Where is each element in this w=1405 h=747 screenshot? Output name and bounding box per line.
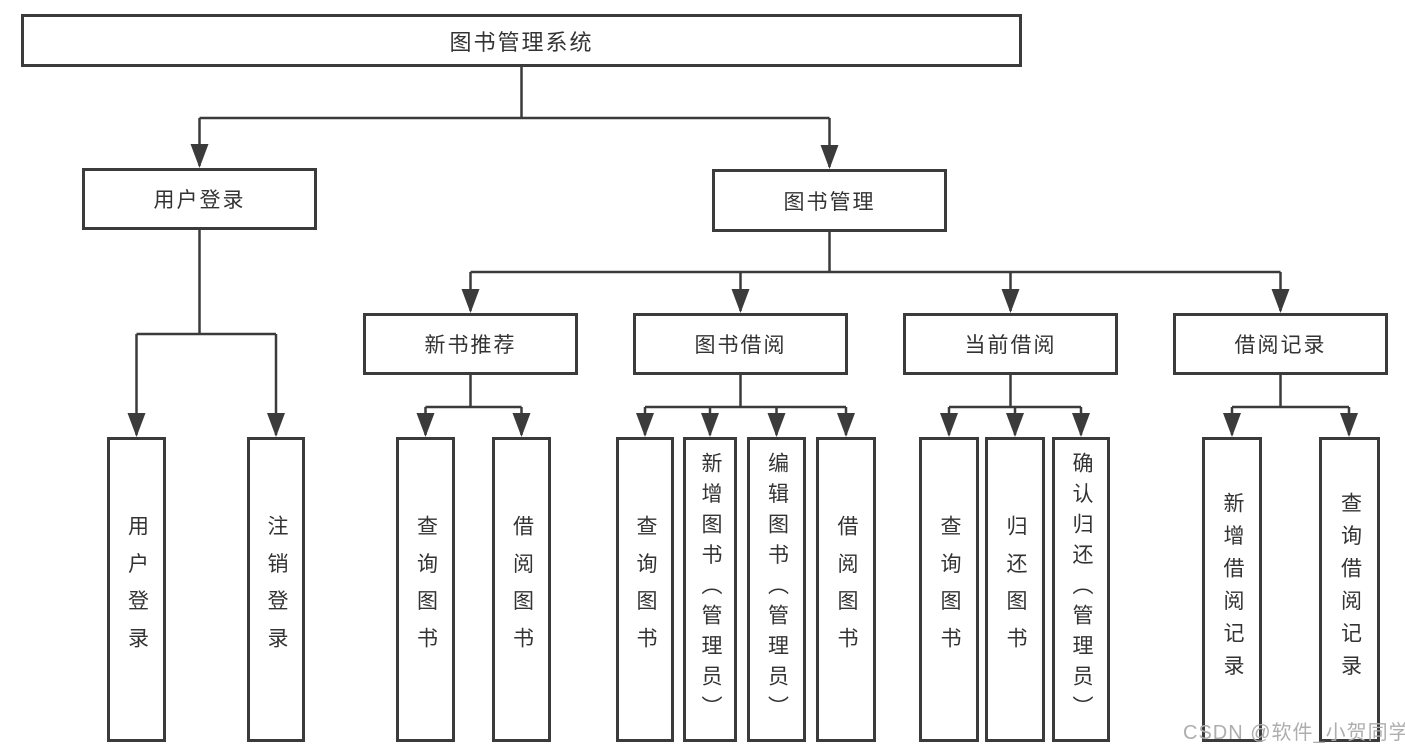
arrowhead-icons (127, 144, 1358, 437)
node-book-borrowing: 图书借阅 (633, 313, 848, 375)
leaf-query-books-borrowing: 查询图书 (616, 437, 674, 742)
leaf-borrow-books: 借阅图书 (816, 437, 876, 742)
node-book-management: 图书管理 (712, 169, 947, 232)
node-library-management-system: 图书管理系统 (21, 14, 1022, 67)
leaf-query-books-recommend: 查询图书 (396, 437, 455, 742)
csdn-watermark: CSDN @软件_小贺同学 (1183, 722, 1405, 744)
node-new-book-recommend: 新书推荐 (363, 313, 578, 375)
leaf-confirm-return-admin: 确认归还（管理员） (1052, 437, 1110, 742)
leaf-add-borrow-record: 新增借阅记录 (1202, 437, 1262, 742)
leaf-return-books: 归还图书 (985, 437, 1045, 742)
node-user-login: 用户登录 (82, 168, 317, 230)
leaf-logout: 注销登录 (247, 437, 305, 742)
leaf-query-borrow-record: 查询借阅记录 (1319, 437, 1380, 742)
node-borrowing-records: 借阅记录 (1173, 313, 1388, 375)
leaf-user-login: 用户登录 (107, 437, 166, 742)
leaf-edit-books-admin: 编辑图书（管理员） (747, 437, 806, 742)
leaf-borrow-books-recommend: 借阅图书 (492, 437, 551, 742)
leaf-add-books-admin: 新增图书（管理员） (683, 437, 737, 742)
leaf-query-books-current: 查询图书 (919, 437, 979, 742)
node-current-borrowing: 当前借阅 (903, 313, 1118, 375)
